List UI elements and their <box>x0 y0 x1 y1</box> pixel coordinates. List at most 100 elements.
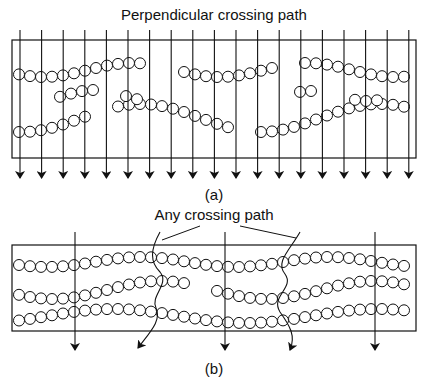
particle <box>399 260 410 271</box>
particle <box>300 312 311 323</box>
particle <box>179 311 190 322</box>
particle <box>102 304 113 315</box>
particle <box>55 91 66 102</box>
particle <box>58 261 69 272</box>
particle <box>300 253 311 264</box>
crossing-arrow <box>374 232 375 350</box>
particle <box>102 285 113 296</box>
particle <box>66 88 77 99</box>
particle <box>256 293 267 304</box>
panel-b-frame <box>12 245 416 331</box>
particle <box>80 290 91 301</box>
particle <box>289 255 300 266</box>
particle-chains <box>14 58 410 329</box>
crossing-arrow <box>387 30 388 178</box>
particle <box>14 289 25 300</box>
panel-letter: (a) <box>203 186 225 204</box>
particle <box>399 101 410 112</box>
particle <box>179 67 190 78</box>
crossing-arrow <box>214 30 215 178</box>
particle <box>355 304 366 315</box>
particle <box>311 286 322 297</box>
particle <box>256 317 267 328</box>
particle <box>212 261 223 272</box>
particle <box>146 99 157 110</box>
particle <box>388 99 399 110</box>
particle <box>256 260 267 271</box>
particle <box>113 101 124 112</box>
particle <box>135 305 146 316</box>
crossing-arrow <box>84 30 85 178</box>
particle <box>399 279 410 290</box>
crossing-arrow <box>343 30 344 178</box>
particle <box>135 277 146 288</box>
particle <box>234 70 245 81</box>
particle <box>295 86 306 97</box>
particle <box>399 305 410 316</box>
particle <box>14 69 25 80</box>
particle <box>355 67 366 78</box>
crossing-arrow <box>63 30 64 178</box>
particle <box>234 262 245 273</box>
particle <box>69 260 80 271</box>
particle <box>146 252 157 263</box>
particle <box>377 276 388 287</box>
particle <box>91 304 102 315</box>
crossing-arrow <box>235 30 236 178</box>
particle <box>58 293 69 304</box>
particle <box>190 313 201 324</box>
particle <box>88 85 99 96</box>
crossing-arrow <box>408 30 409 178</box>
particle <box>91 256 102 267</box>
particle <box>14 260 25 271</box>
particle <box>121 91 132 102</box>
particle <box>377 257 388 268</box>
particle <box>25 261 36 272</box>
particle <box>350 94 361 105</box>
particle <box>157 101 168 112</box>
particle <box>168 254 179 265</box>
particle <box>344 64 355 75</box>
crossing-arrow <box>322 30 323 178</box>
particle <box>58 308 69 319</box>
particle <box>25 71 36 82</box>
particle <box>201 315 212 326</box>
particle <box>25 126 36 137</box>
particle <box>113 304 124 315</box>
particle <box>212 72 223 83</box>
particle <box>201 259 212 270</box>
particle <box>80 305 91 316</box>
particle <box>201 114 212 125</box>
particle <box>322 110 333 121</box>
crossing-arrow <box>149 30 150 178</box>
particle <box>377 304 388 315</box>
particle <box>223 288 234 299</box>
particle <box>36 72 47 83</box>
crossing-arrow <box>127 30 128 178</box>
particle <box>77 86 88 97</box>
particle <box>399 71 410 82</box>
particle <box>311 58 322 69</box>
crossing-arrow <box>257 30 258 178</box>
particle <box>36 293 47 304</box>
particle <box>36 125 47 136</box>
particle <box>47 71 58 82</box>
particle <box>102 254 113 265</box>
particle <box>157 308 168 319</box>
crossing-arrow <box>300 30 301 178</box>
particle <box>322 59 333 70</box>
crossing-arrow <box>365 30 366 178</box>
particle <box>333 106 344 117</box>
winding-paths <box>138 226 300 350</box>
particle <box>388 277 399 288</box>
crossing-arrow <box>74 232 75 350</box>
particle <box>146 306 157 317</box>
particle <box>69 68 80 79</box>
particle <box>372 95 383 106</box>
particle <box>311 114 322 125</box>
particle <box>47 310 58 321</box>
particle <box>333 280 344 291</box>
particle <box>135 58 146 69</box>
particle <box>366 69 377 80</box>
particle <box>91 63 102 74</box>
